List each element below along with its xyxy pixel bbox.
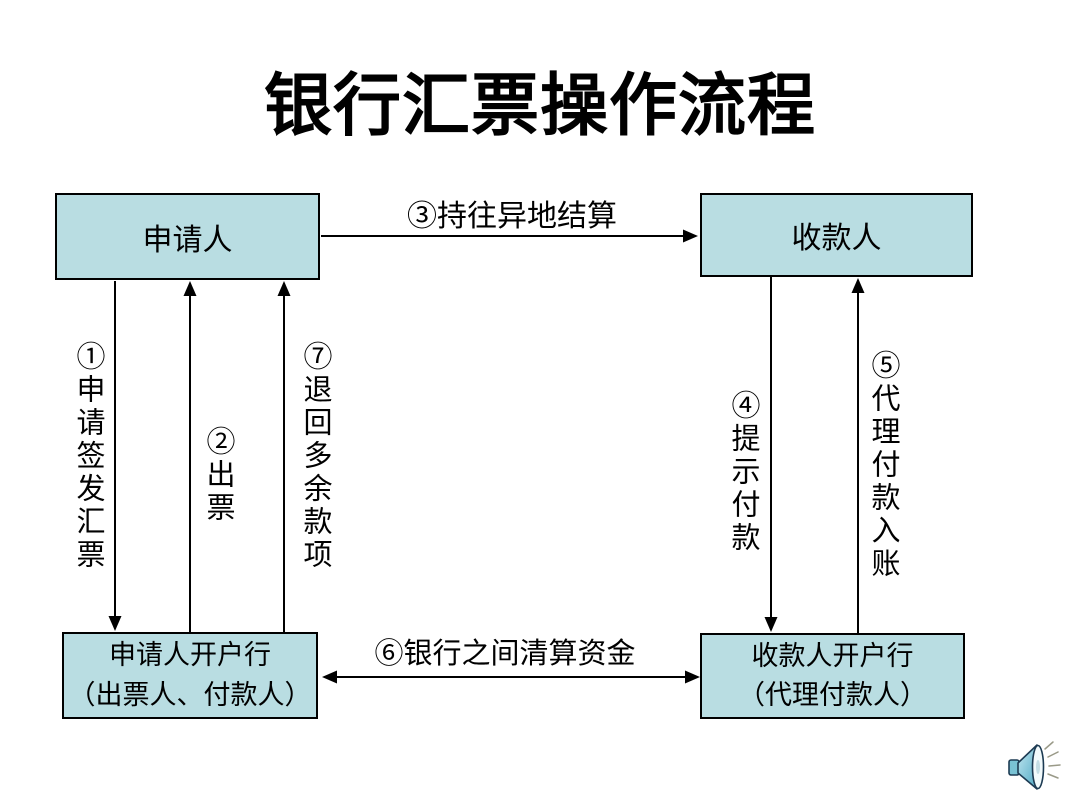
node-applicant-bank-label-line1: 申请人开户行 <box>109 640 271 672</box>
node-applicant-bank: 申请人开户行 （出票人、付款人） <box>62 632 318 719</box>
node-applicant-label: 申请人 <box>142 222 233 258</box>
arrow-step5 <box>851 278 865 633</box>
arrow-step1 <box>108 281 122 631</box>
arrow-step7 <box>277 281 291 632</box>
speaker-icon[interactable] <box>1004 740 1062 794</box>
node-payee-bank: 收款人开户行 （代理付款人） <box>700 633 965 719</box>
flow-label-step3: ③持往异地结算 <box>407 199 617 234</box>
speaker-body-icon <box>1008 744 1045 790</box>
node-payee-bank-label-line1: 收款人开户行 <box>751 640 914 672</box>
node-payee-bank-label-line2: （代理付款人） <box>738 680 927 711</box>
node-payee: 收款人 <box>700 193 973 277</box>
flow-label-step6: ⑥银行之间清算资金 <box>374 636 636 670</box>
flow-label-step5: ⑤代理付款入账 <box>867 350 901 581</box>
sound-waves-icon <box>1044 741 1061 779</box>
flow-label-step4: ④提示付款 <box>727 390 761 555</box>
flow-label-step2: ②出票 <box>202 426 236 525</box>
arrow-step2 <box>183 281 197 632</box>
node-payee-label: 收款人 <box>791 221 882 256</box>
node-applicant: 申请人 <box>55 193 320 280</box>
page-title: 银行汇票操作流程 <box>263 66 816 146</box>
flow-label-step1: ①申请签发汇票 <box>72 341 106 572</box>
arrow-step4 <box>764 277 778 632</box>
node-applicant-bank-label-line2: （出票人、付款人） <box>68 679 312 711</box>
arrow-step6 <box>322 670 700 684</box>
flow-label-step7: ⑦退回多余款项 <box>299 341 333 572</box>
